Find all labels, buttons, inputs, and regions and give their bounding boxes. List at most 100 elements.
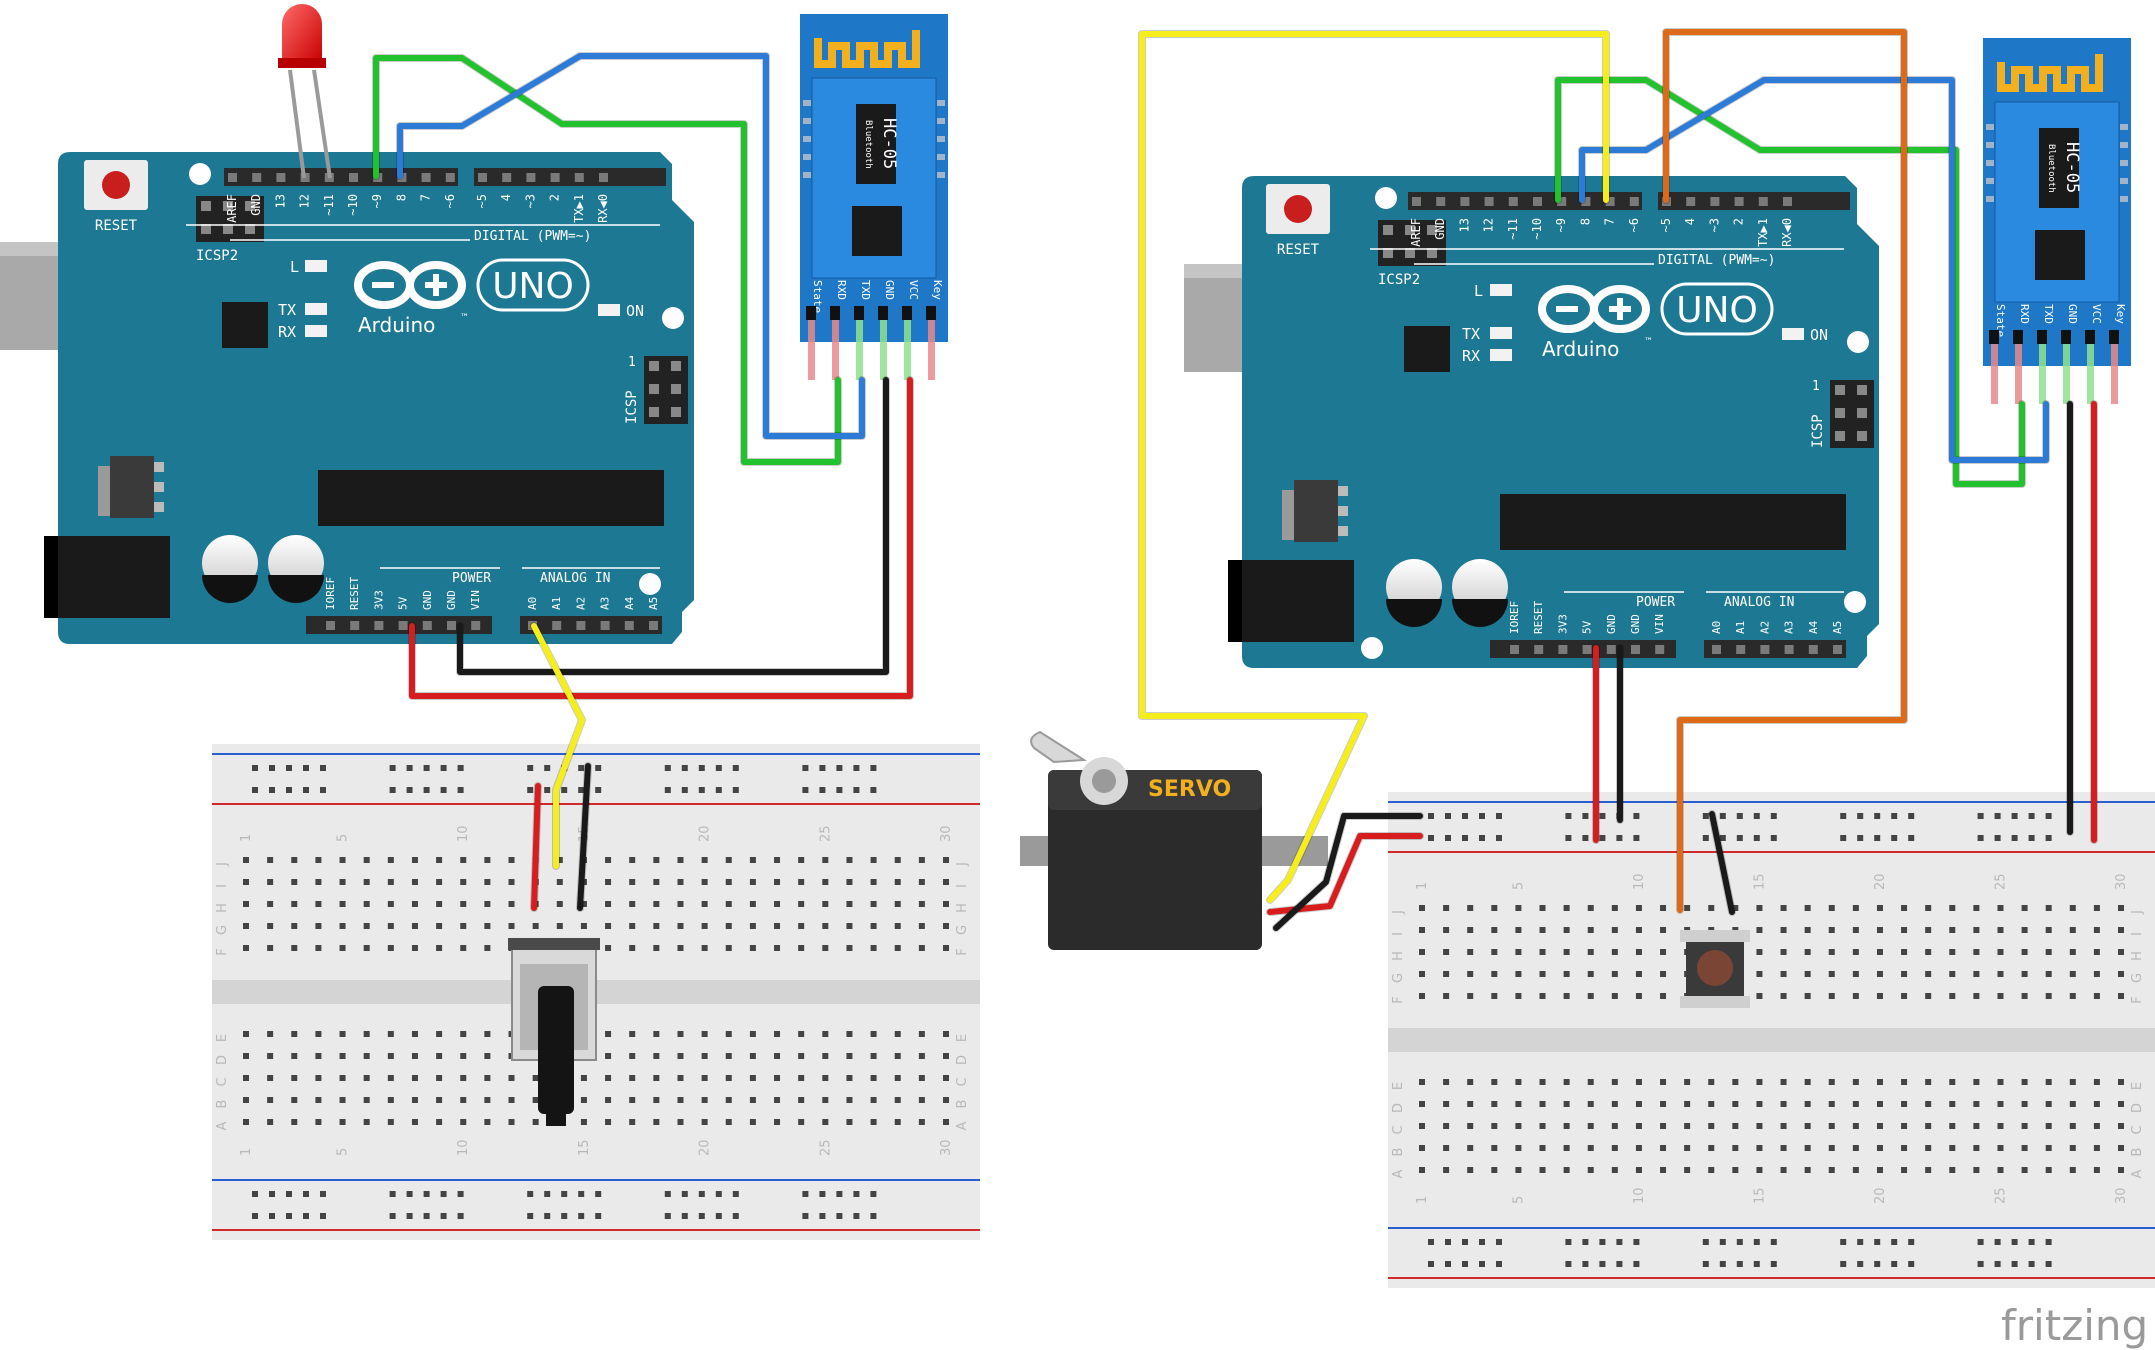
- bb-hole: [1925, 1167, 1932, 1173]
- header-pin: [1581, 197, 1591, 206]
- bb-hole: [1491, 1167, 1498, 1173]
- rail-hole: [681, 1191, 688, 1197]
- bb-col-number: 5: [1511, 1196, 1526, 1204]
- bb-hole: [1587, 905, 1594, 911]
- bb-hole: [291, 945, 298, 951]
- bb-hole: [363, 923, 370, 929]
- bb-hole: [2118, 1123, 2124, 1129]
- rail-hole: [715, 787, 722, 793]
- digital-pin-label: 4: [1683, 218, 1697, 225]
- bb-hole: [1419, 927, 1425, 933]
- bb-hole: [798, 1053, 805, 1059]
- wire-green: [373, 55, 841, 465]
- rail-hole: [1857, 813, 1864, 819]
- rail-hole: [1891, 1261, 1898, 1267]
- bb-hole: [1852, 905, 1859, 911]
- bb-hole: [846, 923, 853, 929]
- rail-hole: [1994, 835, 2001, 841]
- bb-hole: [387, 1097, 394, 1103]
- header-pin: [1655, 645, 1665, 654]
- digital-label: DIGITAL (PWM=~): [474, 229, 591, 244]
- bb-hole: [1997, 927, 2004, 933]
- bb-hole: [436, 945, 443, 951]
- bb-hole: [1491, 1123, 1498, 1129]
- rail-hole: [1994, 1239, 2001, 1245]
- rail-hole: [1445, 813, 1451, 819]
- bb-hole: [411, 1031, 418, 1037]
- header-pin: [422, 621, 432, 630]
- bb-hole: [774, 1053, 781, 1059]
- bb-hole: [894, 923, 901, 929]
- header-pin: [1412, 197, 1421, 206]
- bb-hole: [267, 1053, 274, 1059]
- rail-hole: [595, 1213, 602, 1219]
- bb-hole: [701, 923, 708, 929]
- bb-hole: [1467, 1101, 1474, 1107]
- rail-hole: [457, 787, 464, 793]
- rail-hole: [286, 1213, 292, 1219]
- bb-row-letter: J: [215, 862, 230, 867]
- bb-hole: [629, 1075, 636, 1081]
- bb-hole: [411, 1119, 418, 1125]
- bb-hole: [1660, 1145, 1667, 1151]
- bb-hole: [822, 1031, 829, 1037]
- header-pin: [374, 621, 384, 630]
- hc05-name: HC-05: [2062, 142, 2082, 193]
- bb-row-letter: G: [1391, 973, 1406, 983]
- bb-hole: [1852, 949, 1859, 955]
- rail-hole: [578, 765, 585, 771]
- digital-pin-label: ~5: [475, 194, 489, 208]
- left-setup: RESET ICSP2 L TX RX ON: [0, 4, 948, 644]
- header-pin: [1606, 645, 1616, 654]
- bb-hole: [1901, 1079, 1908, 1085]
- rail-hole: [819, 787, 826, 793]
- bb-row-letter: G: [215, 925, 230, 935]
- bb-hole: [1467, 1079, 1474, 1085]
- bb-hole: [653, 923, 660, 929]
- bb-hole: [1852, 1145, 1859, 1151]
- bb-hole: [1925, 905, 1932, 911]
- bb-hole: [870, 923, 877, 929]
- bb-col-number: 1: [1415, 882, 1430, 890]
- bb-hole: [1419, 993, 1425, 999]
- bb-hole: [1419, 1145, 1425, 1151]
- bb-hole: [749, 1097, 756, 1103]
- bb-hole: [508, 923, 515, 929]
- bb-hole: [243, 857, 249, 863]
- bb-hole: [798, 1031, 805, 1037]
- bb-hole: [315, 923, 322, 929]
- bb-hole: [2093, 971, 2100, 977]
- bb-hole: [1756, 1167, 1763, 1173]
- rail-hole: [715, 1213, 722, 1219]
- bb-col-number: 1: [239, 1148, 254, 1156]
- bb-hole: [243, 1031, 249, 1037]
- bb-hole: [1925, 1079, 1932, 1085]
- digital-label: DIGITAL (PWM=~): [1658, 253, 1775, 268]
- digital-pin-label: 7: [1603, 218, 1617, 225]
- rail-hole: [732, 1191, 739, 1197]
- bb-hole: [580, 1119, 587, 1125]
- bb-hole: [1467, 949, 1474, 955]
- rail-hole: [1719, 1261, 1726, 1267]
- bb-hole: [653, 1053, 660, 1059]
- bb-hole: [1780, 949, 1787, 955]
- power-pin-label: 5V: [1581, 620, 1594, 634]
- rail-hole: [1840, 1261, 1847, 1267]
- on-label: ON: [1810, 326, 1828, 344]
- bb-hole: [1876, 1145, 1883, 1151]
- bb-hole: [1780, 993, 1787, 999]
- rail-hole: [544, 1213, 551, 1219]
- bb-hole: [1901, 971, 1908, 977]
- bb-hole: [1491, 1101, 1498, 1107]
- bb-row-letter: G: [955, 925, 970, 935]
- bb-hole: [411, 1075, 418, 1081]
- header-pin: [1484, 197, 1494, 206]
- bb-hole: [725, 857, 732, 863]
- bb-hole: [243, 945, 249, 951]
- rail-hole: [320, 1191, 326, 1197]
- digital-pin-label: ~6: [443, 194, 457, 208]
- rail-hole: [2045, 1261, 2052, 1267]
- rail-hole: [2028, 1261, 2035, 1267]
- bb-hole: [1611, 971, 1618, 977]
